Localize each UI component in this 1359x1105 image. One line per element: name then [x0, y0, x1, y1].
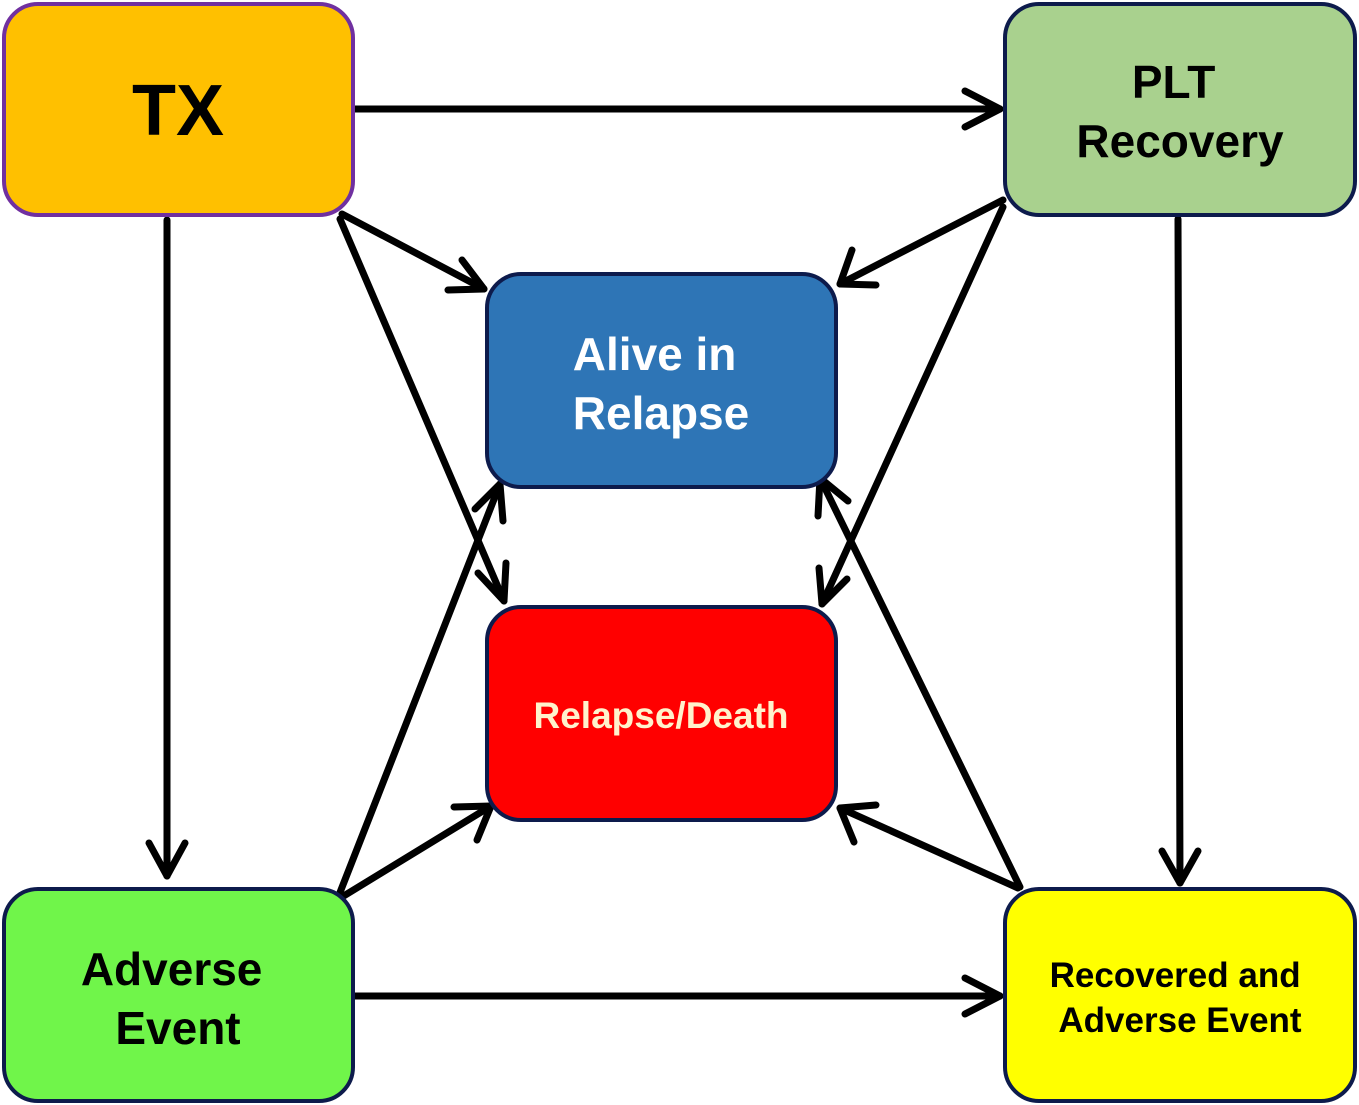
- arrow-recovered-adverse-event-to-relapse-death: [836, 801, 1022, 892]
- node-recovered-and-adverse-event: Recovered and Adverse Event: [1003, 887, 1357, 1103]
- node-tx: TX: [2, 2, 355, 217]
- node-recovered-and-adverse-event-label: Recovered and Adverse Event: [1050, 956, 1311, 1040]
- node-plt-recovery-label: PLT Recovery: [1076, 56, 1284, 167]
- arrow-adverse-event-to-recovered-adverse-event: [351, 974, 1004, 1018]
- arrow-adverse-event-to-alive-in-relapse: [335, 480, 507, 899]
- node-adverse-event-label: Adverse Event: [81, 943, 275, 1054]
- node-relapse-death-label: Relapse/Death: [534, 695, 789, 736]
- arrow-tx-to-relapse-death: [336, 215, 510, 605]
- arrow-tx-to-adverse-event: [145, 216, 189, 880]
- node-tx-label: TX: [132, 71, 224, 151]
- node-alive-in-relapse: Alive in Relapse: [485, 272, 838, 489]
- node-alive-in-relapse-label: Alive in Relapse: [573, 328, 749, 439]
- node-plt-recovery: PLT Recovery: [1003, 2, 1357, 217]
- node-relapse-death: Relapse/Death: [485, 605, 838, 822]
- arrow-adverse-event-to-relapse-death: [338, 802, 495, 901]
- arrow-tx-to-alive-in-relapse: [338, 210, 488, 294]
- arrow-tx-to-plt-recovery: [351, 87, 1004, 131]
- transition-arrows: [145, 87, 1202, 1018]
- node-adverse-event: Adverse Event: [2, 887, 355, 1103]
- arrow-plt-recovery-to-recovered-adverse-event: [1158, 215, 1202, 887]
- arrow-plt-recovery-to-alive-in-relapse: [836, 196, 1007, 289]
